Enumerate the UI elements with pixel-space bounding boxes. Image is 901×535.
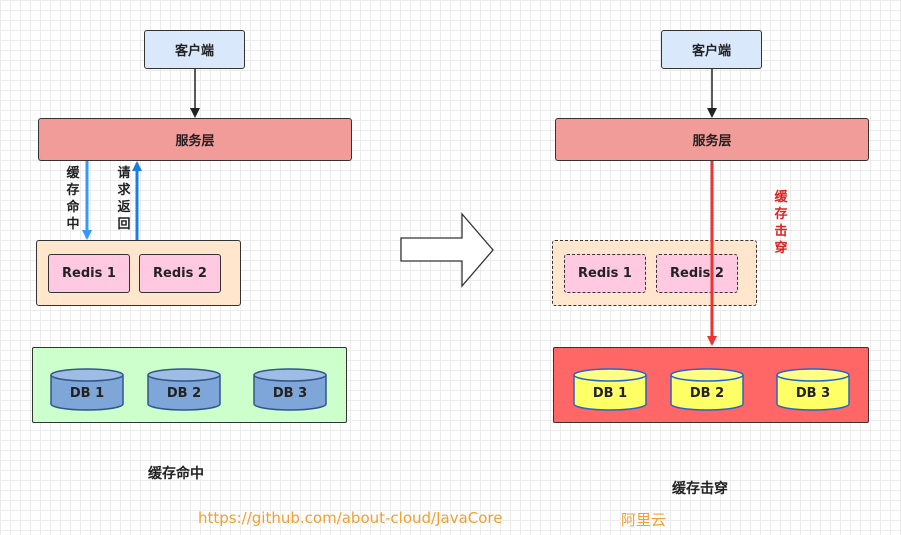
- right-client-label: 客户端: [691, 44, 731, 59]
- right-redis-2-label: Redis 2: [670, 266, 724, 281]
- left-client-node: 客户端: [144, 30, 245, 69]
- right-db-2: DB 2: [670, 368, 744, 411]
- right-db-2-label: DB 2: [690, 386, 724, 401]
- left-db-2: DB 2: [147, 368, 221, 411]
- left-request-return-label: 请求返回: [117, 166, 131, 232]
- right-client-node: 客户端: [661, 30, 762, 69]
- right-caption: 缓存击穿: [672, 481, 728, 497]
- right-db-3-label: DB 3: [796, 386, 830, 401]
- left-redis-1-label: Redis 1: [62, 266, 116, 281]
- left-db-3-label: DB 3: [273, 386, 307, 401]
- right-db-1: DB 1: [573, 368, 647, 411]
- left-redis-2-label: Redis 2: [153, 266, 207, 281]
- left-service-layer: 服务层: [38, 118, 352, 161]
- left-db-1: DB 1: [50, 368, 124, 411]
- footer-brand: 阿里云: [621, 511, 667, 529]
- left-service-label: 服务层: [175, 134, 215, 149]
- transition-arrow: [400, 212, 494, 288]
- right-redis-1-label: Redis 1: [578, 266, 632, 281]
- left-redis-2: Redis 2: [139, 254, 221, 293]
- left-db-3: DB 3: [253, 368, 327, 411]
- right-db-3: DB 3: [776, 368, 850, 411]
- left-db-1-label: DB 1: [70, 386, 104, 401]
- right-service-label: 服务层: [692, 134, 732, 149]
- right-cache-penetration-label: 缓存击穿: [774, 190, 788, 256]
- right-redis-1: Redis 1: [564, 254, 646, 293]
- left-caption: 缓存命中: [148, 466, 204, 482]
- right-db-1-label: DB 1: [593, 386, 627, 401]
- left-db-2-label: DB 2: [167, 386, 201, 401]
- left-client-label: 客户端: [174, 44, 214, 59]
- right-redis-2: Redis 2: [656, 254, 738, 293]
- left-cache-hit-label: 缓存命中: [66, 166, 80, 232]
- left-redis-1: Redis 1: [48, 254, 130, 293]
- right-service-layer: 服务层: [555, 118, 869, 161]
- footer-url[interactable]: https://github.com/about-cloud/JavaCore: [198, 509, 503, 527]
